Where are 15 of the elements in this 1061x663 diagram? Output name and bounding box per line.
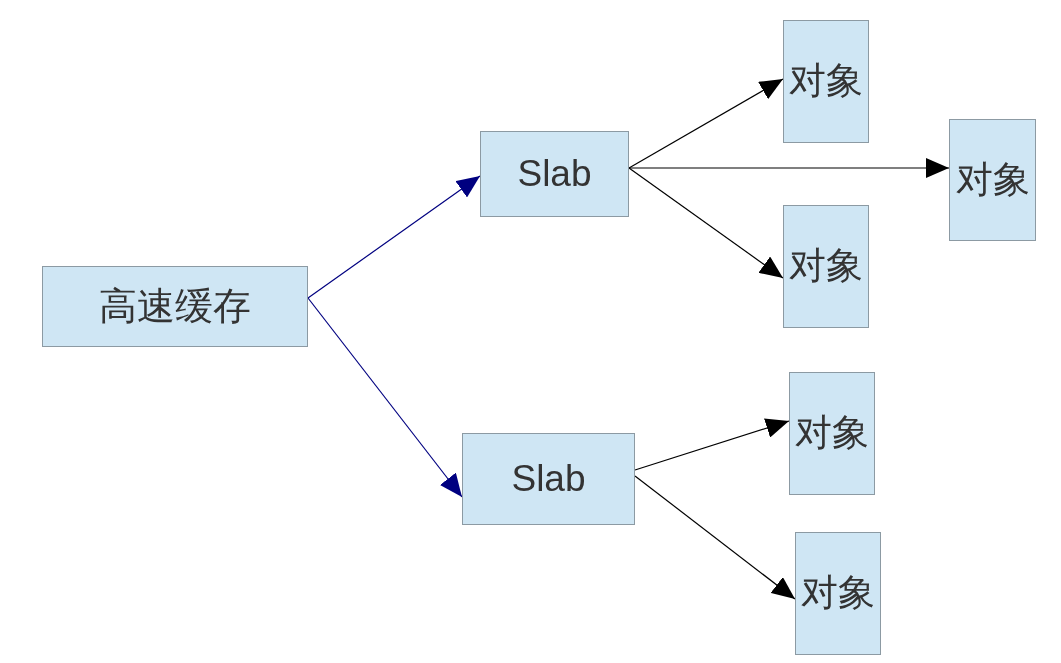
arrow bbox=[628, 158, 950, 178]
process-box: 高速缓存 bbox=[42, 266, 308, 347]
arrow bbox=[634, 475, 796, 600]
process-box: 对象 bbox=[783, 20, 869, 143]
process-box: 对象 bbox=[789, 372, 875, 495]
arrow bbox=[628, 78, 784, 169]
process-box: Slab bbox=[480, 131, 629, 217]
arrow bbox=[307, 175, 481, 299]
process-box: Slab bbox=[462, 433, 635, 525]
arrow bbox=[628, 167, 784, 279]
process-box: 对象 bbox=[783, 205, 869, 328]
arrow bbox=[307, 297, 463, 498]
arrow bbox=[634, 418, 790, 471]
process-box: 对象 bbox=[795, 532, 881, 655]
process-box: 对象 bbox=[949, 119, 1036, 241]
